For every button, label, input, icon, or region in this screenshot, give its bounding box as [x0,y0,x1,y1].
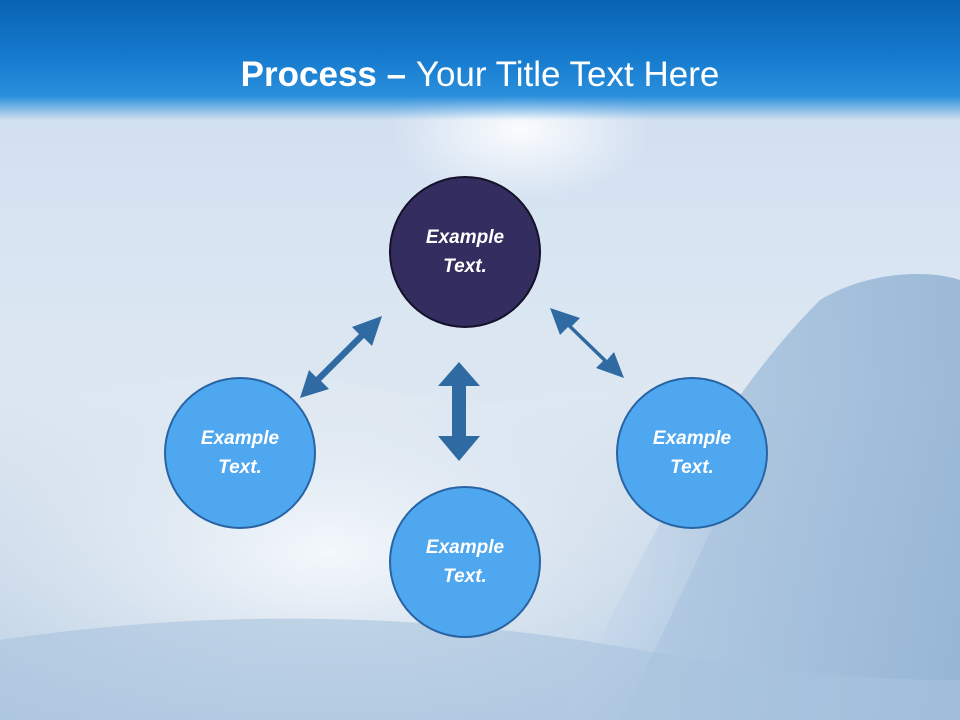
title-dash: – [376,55,416,94]
step-right-line1: Example [652,428,732,449]
process-step-bottom: Example Text. [389,486,541,638]
step-top-line2: Text. [443,256,487,277]
title-rest: Your Title Text Here [415,55,720,94]
arrow-left-diagonal [300,316,382,398]
step-bottom-line2: Text. [443,566,487,587]
process-step-top: Example Text. [389,176,541,328]
page-title: Process – Your Title Text Here [0,52,960,98]
step-left-line2: Text. [218,457,262,478]
process-step-left: Example Text. [164,377,316,529]
arrow-vertical [438,362,480,461]
arrow-right-diagonal [550,308,624,378]
step-right-line2: Text. [670,457,714,478]
title-bold-part: Process [240,55,377,94]
step-top-line1: Example [425,227,505,248]
process-step-right: Example Text. [616,377,768,529]
step-bottom-line1: Example [425,537,505,558]
title-banner [0,0,960,120]
step-left-line1: Example [200,428,280,449]
